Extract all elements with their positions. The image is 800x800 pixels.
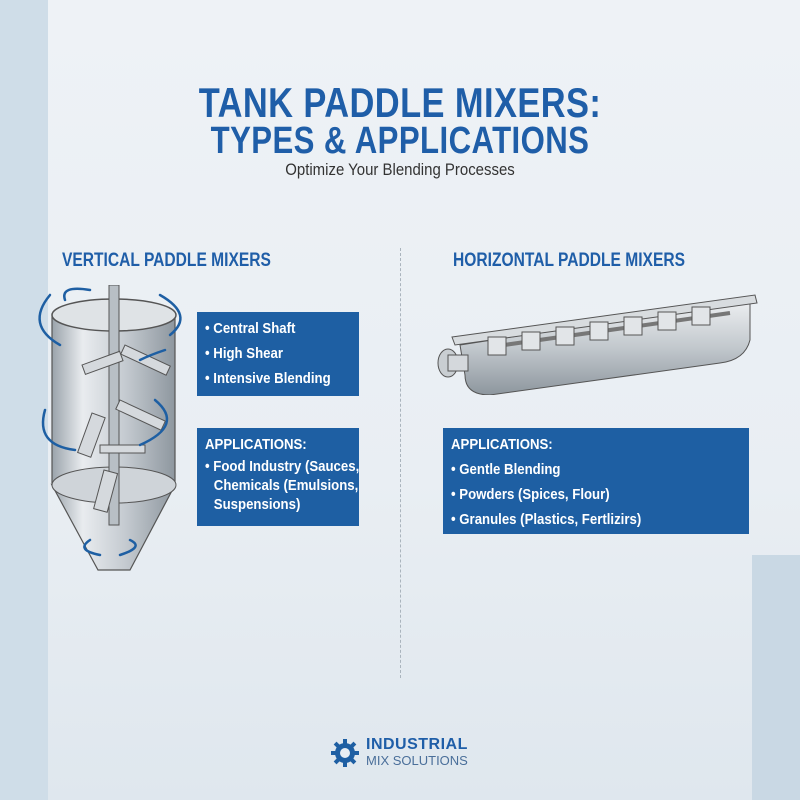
vertical-applications-box: APPLICATIONS: • Food Industry (Sauces, C… [197, 428, 359, 526]
applications-label: APPLICATIONS: [451, 436, 553, 453]
gear-icon [331, 739, 359, 767]
application-item: • Food Industry (Sauces, [205, 458, 360, 475]
vertical-section-title: VERTICAL PADDLE MIXERS [62, 250, 271, 271]
application-item: • Gentle Blending [451, 461, 561, 478]
application-item: Chemicals (Emulsions, [213, 477, 359, 494]
vertical-mixer-illustration [38, 285, 182, 571]
horizontal-section-title: HORIZONTAL PADDLE MIXERS [453, 250, 685, 271]
feature-item: • Intensive Blending [205, 370, 331, 387]
horizontal-applications-box: APPLICATIONS: • Gentle Blending • Powder… [443, 428, 749, 534]
logo-line2: MIX SOLUTIONS [366, 753, 468, 768]
feature-item: • Central Shaft [205, 320, 296, 337]
page-subtitle: Optimize Your Blending Processes [285, 160, 515, 179]
application-item: • Granules (Plastics, Fertlizirs) [451, 511, 642, 528]
applications-label: APPLICATIONS: [205, 436, 307, 453]
horizontal-mixer-illustration [437, 294, 758, 395]
page-title-line2: TYPES & APPLICATIONS [210, 120, 590, 162]
logo-line1: INDUSTRIAL [366, 736, 468, 753]
application-item: • Powders (Spices, Flour) [451, 486, 610, 503]
application-item: Suspensions) [213, 496, 301, 513]
company-logo: INDUSTRIAL MIX SOLUTIONS [330, 737, 468, 769]
page-title-line1: TANK PADDLE MIXERS: [198, 79, 602, 126]
vertical-features-box: • Central Shaft • High Shear • Intensive… [197, 312, 359, 396]
background-left-band [0, 0, 48, 800]
background-right-band [752, 555, 800, 800]
feature-item: • High Shear [205, 345, 283, 362]
section-divider [400, 248, 401, 678]
